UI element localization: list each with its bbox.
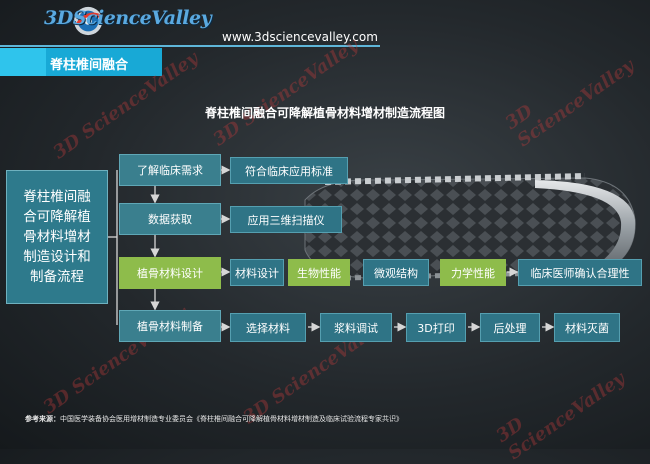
site-url[interactable]: www.3dsciencevalley.com xyxy=(222,30,378,44)
output-clinical-standard: 符合临床应用标准 xyxy=(230,157,348,184)
source-label: 参考来源： xyxy=(25,415,60,423)
output-material-design: 材料设计 xyxy=(230,259,284,286)
step-graft-preparation: 植骨材料制备 xyxy=(119,310,221,342)
source-citation: 参考来源：中国医学装备协会医用增材制造专业委员会《脊柱椎间融合可降解植骨材料增材… xyxy=(25,414,403,424)
header-divider xyxy=(0,45,380,47)
output-post-processing: 后处理 xyxy=(480,313,540,342)
output-clinician-confirmation: 临床医师确认合理性 xyxy=(518,259,642,286)
main-box-line: 制备流程 xyxy=(30,269,84,285)
output-mechanical-performance: 力学性能 xyxy=(440,259,506,286)
step-data-acquisition: 数据获取 xyxy=(119,203,221,235)
process-main-box: 脊柱椎间融 合可降解植 骨材料增材 制造设计和 制备流程 xyxy=(6,170,108,304)
section-title: 脊柱椎间融合 xyxy=(50,58,129,73)
source-text: 中国医学装备协会医用增材制造专业委员会《脊柱椎间融合可降解植骨材料增材制造及临床… xyxy=(60,415,403,423)
logo-icon xyxy=(74,6,103,36)
main-box-line: 制造设计和 xyxy=(23,249,91,265)
flow-connectors xyxy=(108,165,555,332)
output-select-material: 选择材料 xyxy=(230,313,306,342)
output-3d-scanner: 应用三维扫描仪 xyxy=(230,206,342,233)
output-3d-printing: 3D打印 xyxy=(406,313,466,342)
section-title-accent xyxy=(0,48,46,76)
output-biological-performance: 生物性能 xyxy=(288,259,350,286)
main-box-line: 脊柱椎间融 xyxy=(23,189,91,205)
output-microstructure: 微观结构 xyxy=(363,259,429,286)
main-box-line: 骨材料增材 xyxy=(23,229,91,245)
diagram-title: 脊柱椎间融合可降解植骨材料增材制造流程图 xyxy=(204,106,445,120)
main-box-line: 合可降解植 xyxy=(23,209,91,225)
logo-text: 3DScienceValley xyxy=(44,7,212,29)
step-graft-design: 植骨材料设计 xyxy=(119,257,221,289)
output-sterilization: 材料灭菌 xyxy=(554,313,620,342)
output-slurry-tuning: 浆料调试 xyxy=(320,313,392,342)
step-clinical-needs: 了解临床需求 xyxy=(119,154,221,186)
